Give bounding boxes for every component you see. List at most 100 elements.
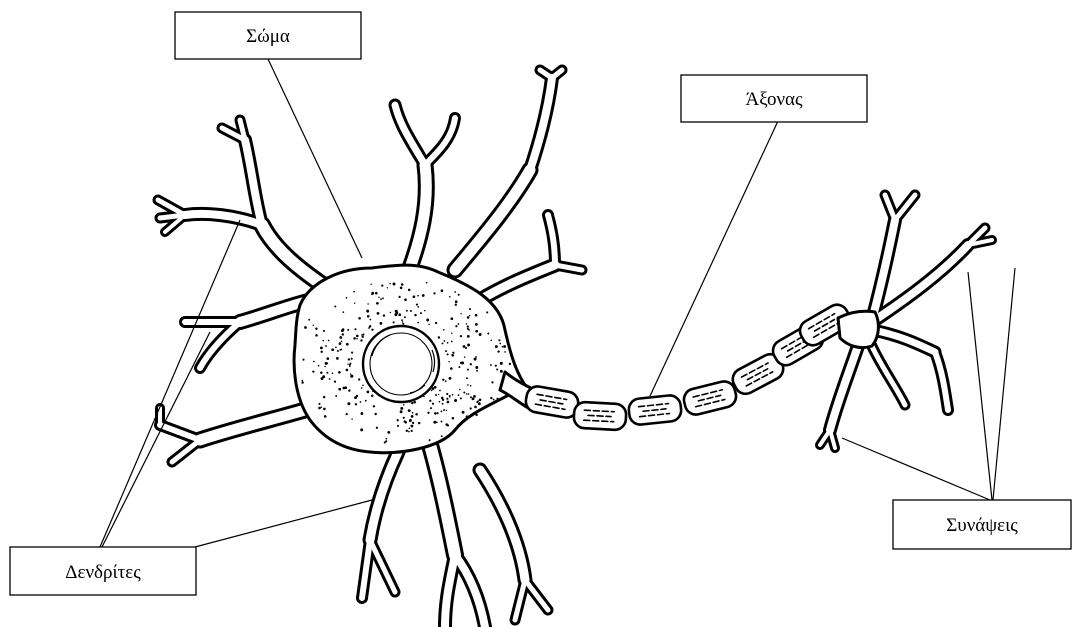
stipple-dot xyxy=(334,305,336,307)
stipple-dot xyxy=(397,419,399,421)
stipple-dot xyxy=(443,409,445,411)
branch-core xyxy=(200,322,240,368)
stipple-dot xyxy=(459,389,461,391)
branch-core xyxy=(455,170,530,270)
stipple-dot xyxy=(354,328,356,330)
stipple-dot xyxy=(490,397,492,399)
stipple-dot xyxy=(356,395,358,397)
stipple-dot xyxy=(361,334,363,336)
stipple-dot xyxy=(412,412,414,414)
stipple-dot xyxy=(341,329,344,332)
branch-core xyxy=(172,440,200,462)
stipple-dot xyxy=(410,425,413,428)
stipple-dot xyxy=(398,296,400,298)
stipple-dot xyxy=(429,400,431,402)
label-axon-text: Άξονας xyxy=(745,89,803,110)
stipple-dot xyxy=(461,362,464,365)
stipple-dot xyxy=(442,379,444,381)
stipple-dot xyxy=(503,345,506,348)
stipple-dot xyxy=(325,345,327,347)
stipple-dot xyxy=(451,332,452,333)
stipple-dot xyxy=(308,319,310,321)
stipple-dot xyxy=(402,323,404,325)
stipple-dot xyxy=(422,294,425,297)
stipple-dot xyxy=(360,401,362,403)
stipple-dot xyxy=(428,324,429,325)
stipple-dot xyxy=(351,418,352,419)
stipple-dot xyxy=(469,308,471,310)
stipple-dot xyxy=(470,396,472,398)
stipple-dot xyxy=(473,395,476,398)
branch-core xyxy=(525,580,548,610)
stipple-dot xyxy=(463,392,465,394)
stipple-dot xyxy=(387,431,390,434)
stipple-dot xyxy=(335,346,337,348)
stipple-dot xyxy=(329,378,331,380)
stipple-dot xyxy=(447,353,449,355)
stipple-dot xyxy=(487,332,489,334)
stipple-dot xyxy=(348,358,350,360)
stipple-dot xyxy=(397,425,399,427)
stipple-dot xyxy=(475,366,478,369)
stipple-dot xyxy=(341,341,343,343)
stipple-dot xyxy=(472,397,475,400)
stipple-dot xyxy=(468,329,470,331)
stipple-dot xyxy=(360,428,363,431)
myelin-sheath xyxy=(524,301,854,431)
stipple-dot xyxy=(466,323,468,325)
stipple-dot xyxy=(389,283,390,284)
stipple-dot xyxy=(452,394,454,396)
branch-core xyxy=(262,225,330,290)
stipple-dot xyxy=(408,289,411,292)
stipple-dot xyxy=(466,415,468,417)
stipple-dot xyxy=(366,310,369,313)
stipple-dot xyxy=(490,364,492,366)
stipple-dot xyxy=(346,369,349,372)
stipple-dot xyxy=(491,340,493,342)
stipple-dot xyxy=(302,380,304,382)
stipple-dot xyxy=(360,412,363,415)
stipple-dot xyxy=(351,352,353,354)
stipple-dot xyxy=(431,390,433,392)
stipple-dot xyxy=(479,399,482,402)
stipple-dot xyxy=(346,413,348,415)
stipple-dot xyxy=(358,378,360,380)
stipple-dot xyxy=(498,339,500,341)
stipple-dot xyxy=(393,321,395,323)
stipple-dot xyxy=(502,346,504,348)
stipple-dot xyxy=(493,399,495,401)
stipple-dot xyxy=(467,369,469,371)
stipple-dot xyxy=(348,389,350,391)
branch-core xyxy=(200,410,305,440)
stipple-dot xyxy=(410,310,412,312)
stipple-dot xyxy=(349,365,351,367)
stipple-dot xyxy=(360,339,362,341)
stipple-dot xyxy=(323,408,326,411)
stipple-dot xyxy=(370,319,372,321)
stipple-dot xyxy=(467,325,469,327)
label-synapses: Συνάψεις xyxy=(893,500,1071,549)
stipple-dot xyxy=(417,295,419,297)
stipple-dot xyxy=(437,412,439,414)
synapses-leader-1 xyxy=(842,438,990,500)
stipple-dot xyxy=(426,319,429,322)
stipple-dot xyxy=(413,401,416,404)
stipple-dot xyxy=(323,330,325,332)
stipple-dot xyxy=(339,336,342,339)
stipple-dot xyxy=(451,354,454,357)
stipple-dot xyxy=(312,370,314,372)
stipple-dot xyxy=(325,362,327,364)
label-soma-text: Σώμα xyxy=(246,26,290,47)
stipple-dot xyxy=(467,384,469,386)
stipple-dot xyxy=(342,311,344,313)
stipple-dot xyxy=(400,410,403,413)
stipple-dot xyxy=(442,403,444,405)
stipple-dot xyxy=(320,346,323,349)
stipple-dot xyxy=(315,334,318,337)
stipple-dot xyxy=(458,294,460,296)
stipple-dot xyxy=(353,337,356,340)
stipple-dot xyxy=(321,406,323,408)
stipple-dot xyxy=(405,421,407,423)
stipple-dot xyxy=(386,438,388,440)
synapses-leader-3 xyxy=(993,268,1015,500)
